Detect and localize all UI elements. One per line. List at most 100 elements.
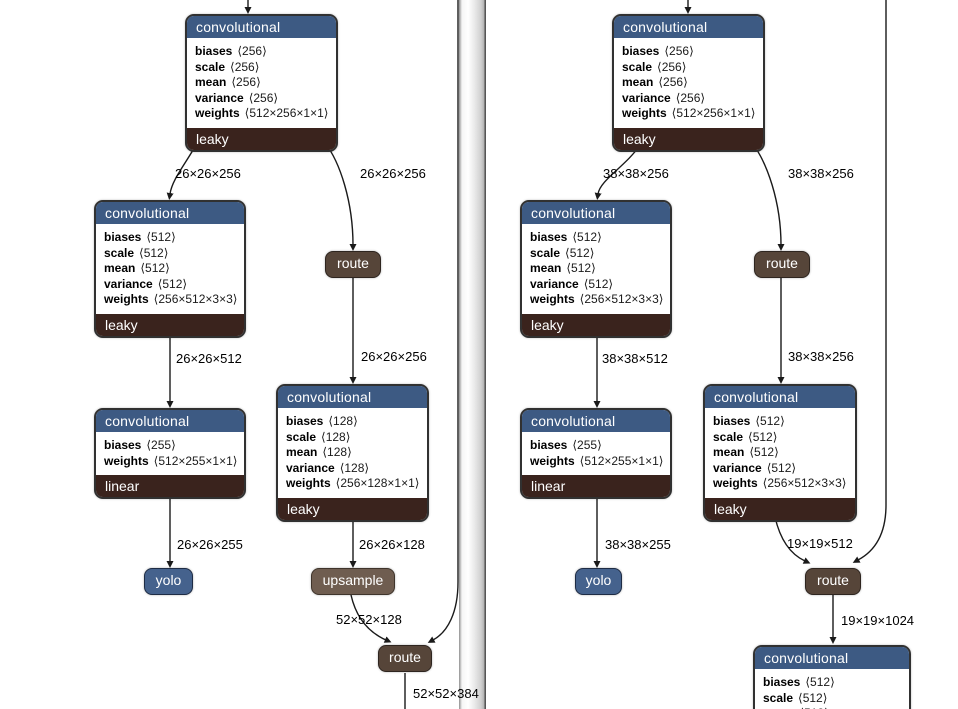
attribute-name: mean [713, 445, 745, 459]
node-attributes: biases⟨512⟩scale⟨512⟩mean⟨512⟩variance⟨5… [522, 224, 670, 314]
attribute-name: biases [104, 438, 142, 452]
attribute-name: mean [104, 261, 136, 275]
activation-label: leaky [614, 127, 763, 150]
node-attributes: biases⟨512⟩scale⟨512⟩mean⟨512⟩variance⟨5… [96, 224, 244, 314]
left-upsample-node[interactable]: upsample [311, 568, 395, 595]
left-conv4-node[interactable]: convolutional biases⟨128⟩scale⟨128⟩mean⟨… [276, 384, 429, 522]
right-conv2-node[interactable]: convolutional biases⟨512⟩scale⟨512⟩mean⟨… [520, 200, 672, 338]
attribute-row: biases⟨128⟩ [286, 414, 419, 430]
attribute-value: ⟨128⟩ [321, 429, 351, 444]
attribute-name: weights [530, 453, 575, 468]
panel-splitter[interactable] [459, 0, 486, 709]
attribute-name: scale [286, 429, 317, 444]
node-attributes: biases⟨256⟩scale⟨256⟩mean⟨256⟩variance⟨2… [187, 38, 336, 128]
attribute-row: mean⟨256⟩ [622, 75, 755, 91]
left-route1-node[interactable]: route [325, 251, 381, 278]
left-yolo-node[interactable]: yolo [144, 568, 193, 595]
attribute-name: mean [530, 261, 562, 275]
left-conv2-node[interactable]: convolutional biases⟨512⟩scale⟨512⟩mean⟨… [94, 200, 246, 338]
attribute-row: scale⟨512⟩ [530, 246, 662, 262]
attribute-value: ⟨128⟩ [322, 445, 352, 459]
attribute-name: scale [713, 429, 744, 444]
attribute-value: ⟨512×256×1×1⟩ [671, 106, 756, 120]
activation-label: linear [522, 475, 670, 497]
edge-shape-label: 26×26×128 [359, 537, 425, 552]
attribute-row: scale ⟨512⟩ [763, 691, 901, 707]
attribute-row: scale⟨512⟩ [713, 430, 847, 446]
right-route1-node[interactable]: route [754, 251, 810, 278]
left-route2-node[interactable]: route [378, 645, 432, 672]
attribute-value: ⟨512⟩ [766, 460, 797, 475]
attribute-value: ⟨512×255×1×1⟩ [579, 453, 664, 468]
attribute-row: mean⟨512⟩ [763, 706, 901, 709]
attribute-name: scale [622, 59, 653, 74]
attribute-value: ⟨256⟩ [675, 90, 706, 105]
attribute-value: ⟨256⟩ [664, 44, 694, 58]
attribute-value: ⟨256×512×3×3⟩ [579, 292, 664, 306]
attribute-row: biases⟨512⟩ [104, 230, 236, 246]
edge-shape-label: 26×26×256 [175, 166, 241, 181]
attribute-value: ⟨512⟩ [572, 230, 602, 244]
attribute-row: weights⟨512×256×1×1⟩ [622, 106, 755, 122]
node-attributes: biases⟨128⟩scale⟨128⟩mean⟨128⟩variance⟨1… [278, 408, 427, 498]
attribute-row: biases⟨255⟩ [104, 438, 236, 454]
activation-label: leaky [705, 497, 855, 520]
attribute-name: mean [195, 75, 227, 89]
right-conv3-node[interactable]: convolutional biases⟨255⟩weights⟨512×255… [520, 408, 672, 499]
attribute-name: weights [713, 476, 758, 490]
left-conv1-node[interactable]: convolutional biases⟨256⟩scale⟨256⟩mean⟨… [185, 14, 338, 152]
node-title: convolutional [187, 16, 336, 38]
attribute-row: variance⟨512⟩ [530, 277, 662, 293]
edge-shape-label: 19×19×1024 [841, 613, 915, 628]
attribute-row: variance⟨512⟩ [104, 277, 236, 293]
attribute-row: biases⟨512⟩ [713, 414, 847, 430]
attribute-row: scale⟨256⟩ [622, 60, 755, 76]
attribute-value: ⟨256⟩ [248, 90, 279, 105]
attribute-value: ⟨512⟩ [140, 261, 170, 275]
right-conv1-node[interactable]: convolutional biases⟨256⟩scale⟨256⟩mean⟨… [612, 14, 765, 152]
attribute-name: biases [713, 414, 751, 428]
attribute-value: ⟨512⟩ [565, 245, 595, 260]
attribute-name: biases [104, 230, 142, 244]
attribute-row: biases⟨512⟩ [763, 675, 901, 691]
attribute-row: biases⟨256⟩ [195, 44, 328, 60]
attribute-row: mean⟨512⟩ [530, 261, 662, 277]
attribute-name: biases [530, 438, 568, 452]
attribute-name: biases [530, 230, 568, 244]
right-conv5-node[interactable]: convolutional biases⟨512⟩scale⟨512⟩mean⟨… [753, 645, 911, 709]
attribute-name: scale [195, 59, 226, 74]
attribute-row: scale ⟨128⟩ [286, 430, 419, 446]
attribute-name: weights [195, 106, 240, 120]
left-conv3-node[interactable]: convolutional biases⟨255⟩weights⟨512×255… [94, 408, 246, 499]
attribute-value: ⟨128⟩ [328, 414, 358, 428]
attribute-value: ⟨256⟩ [658, 75, 688, 89]
attribute-row: weights ⟨256×512×3×3⟩ [530, 292, 664, 308]
attribute-row: weights⟨256×512×3×3⟩ [713, 476, 847, 492]
node-title: convolutional [522, 410, 670, 432]
attribute-value: ⟨256⟩ [231, 75, 261, 89]
right-route2-node[interactable]: route [805, 568, 861, 595]
attribute-value: ⟨256×512×3×3⟩ [153, 292, 238, 306]
attribute-row: weights ⟨512×255×1×1⟩ [530, 453, 664, 470]
attribute-name: scale [763, 690, 794, 705]
attribute-row: mean ⟨256⟩ [195, 75, 328, 91]
node-attributes: biases⟨512⟩scale⟨512⟩mean⟨512⟩variance⟨5… [705, 408, 855, 498]
activation-label: leaky [278, 497, 427, 520]
attribute-row: variance⟨256⟩ [195, 91, 328, 107]
node-attributes: biases⟨255⟩weights⟨512×255×1×1⟩ [522, 432, 670, 475]
right-conv4-node[interactable]: convolutional biases⟨512⟩scale⟨512⟩mean⟨… [703, 384, 857, 522]
right-yolo-node[interactable]: yolo [575, 568, 622, 595]
attribute-row: biases ⟨512⟩ [530, 230, 662, 246]
edge-shape-label: 26×26×256 [360, 166, 426, 181]
edge-shape-label: 38×38×256 [788, 349, 854, 364]
attribute-value: ⟨512⟩ [139, 245, 169, 260]
attribute-row: scale⟨256⟩ [195, 60, 328, 76]
attribute-name: variance [713, 460, 762, 475]
attribute-name: weights [530, 292, 575, 306]
attribute-row: scale⟨512⟩ [104, 246, 236, 262]
edge-shape-label: 38×38×256 [603, 166, 669, 181]
attribute-name: variance [530, 276, 579, 291]
attribute-value: ⟨512⟩ [798, 690, 828, 705]
